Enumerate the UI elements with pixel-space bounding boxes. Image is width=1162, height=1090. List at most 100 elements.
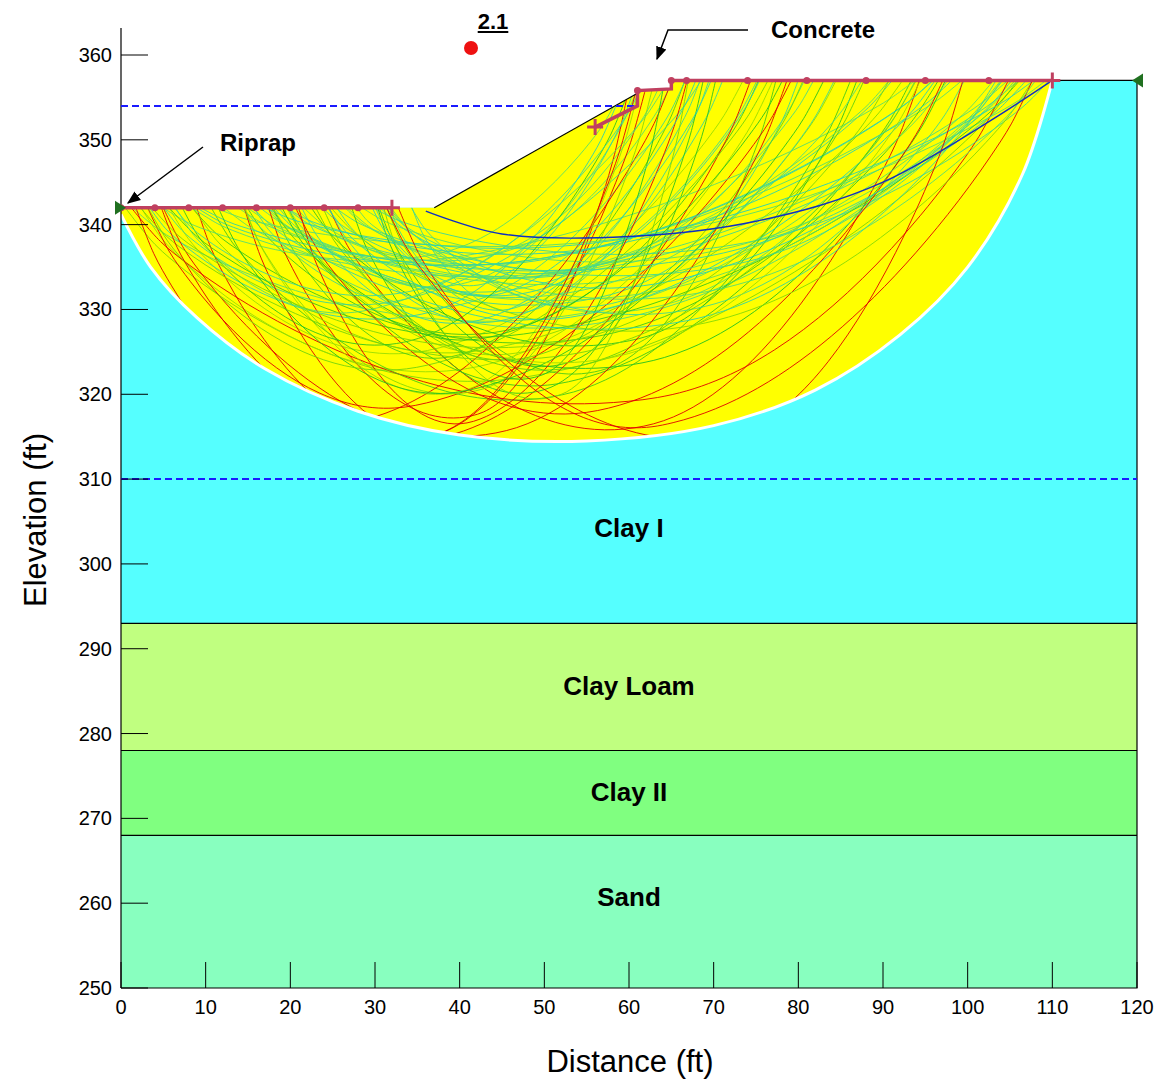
boundary-marker [115,201,126,215]
x-tick [798,962,799,988]
trial-slip-line [387,80,963,439]
trial-slip-line [302,80,711,323]
x-tick [121,962,122,988]
trial-slip-line [357,89,658,258]
y-tick-label: 300 [79,552,112,575]
x-tick-label: 60 [618,996,640,1019]
x-tick [375,962,376,988]
trial-slip-line [372,80,696,295]
load-point [355,204,362,211]
x-tick-label: 80 [787,996,809,1019]
x-tick-label: 100 [951,996,984,1019]
trial-slip-line [245,89,639,394]
load-end-mark [384,200,400,216]
callout-label: Concrete [771,16,875,44]
trial-slip-line [260,80,1018,278]
load-point [803,77,810,84]
clay-one-fill [121,80,1137,623]
x-tick [1052,962,1053,988]
x-tick [290,962,291,988]
x-tick-label: 20 [279,996,301,1019]
layer-name: Clay I [594,513,663,544]
trial-surfaces [125,80,1049,439]
load-point [985,77,992,84]
y-tick-label: 320 [79,383,112,406]
soil-layer: Clay Loam [121,623,1137,750]
soil-layer: Clay II [121,750,1137,835]
trial-slip-line [347,80,1036,299]
model-boundary [121,80,1137,988]
y-tick-label: 270 [79,807,112,830]
load-point [185,204,192,211]
trial-slip-line [376,96,632,285]
center-point [464,41,478,55]
x-tick [544,962,545,988]
y-tick [121,818,148,819]
trial-slip-line [384,80,689,399]
critical-slip-line [426,80,1053,238]
trial-slip-line [272,80,920,362]
soil-layer-fill [121,751,1137,836]
x-tick [459,962,460,988]
trial-slip-line [389,80,965,314]
trial-slip-line [299,80,687,423]
y-tick-label: 340 [79,213,112,236]
x-tick [1137,962,1138,988]
layer-name: Clay Loam [563,671,695,702]
trial-slip-line [192,80,1008,276]
y-tick-label: 250 [79,977,112,1000]
load-point [151,204,158,211]
trial-slip-line [244,80,750,438]
layer-name: Clay II [591,777,668,808]
y-tick [121,224,148,225]
x-tick-label: 120 [1120,996,1153,1019]
trial-slip-line [201,80,1027,271]
safety-factor: 2.1 [478,9,509,35]
surface-load [595,80,1052,127]
load-point [683,77,690,84]
layer-boundary [121,623,1137,624]
load-end-mark [1044,72,1060,88]
soil-layer: Clay I [121,470,1137,586]
trial-slip-line [378,89,663,379]
trial-slip-line [136,80,672,423]
soil-layer-fill [121,835,1137,988]
slip-region [121,80,1052,441]
y-tick-label: 310 [79,468,112,491]
trial-slip-line [148,80,768,370]
water-table [121,105,637,107]
x-tick-label: 10 [195,996,217,1019]
x-tick-label: 40 [449,996,471,1019]
x-tick-label: 70 [703,996,725,1019]
trial-slip-line [253,80,996,329]
load-point [253,204,260,211]
y-tick-label: 280 [79,722,112,745]
x-tick [629,962,630,988]
trial-slip-line [304,80,889,278]
y-tick-label: 290 [79,637,112,660]
y-tick [121,903,148,904]
x-tick-label: 50 [533,996,555,1019]
trial-slip-line [161,95,635,440]
leader-line [657,30,748,59]
y-tick [121,139,148,140]
trial-slip-line [282,80,782,340]
trial-slip-line [268,80,862,297]
x-tick [883,962,884,988]
ground-surface [434,93,637,208]
load-point [287,204,294,211]
load-end-mark [587,119,603,135]
leader-line [128,147,203,203]
x-tick-label: 110 [1036,996,1068,1019]
trial-slip-line [140,80,916,359]
load-point [744,77,751,84]
trial-slip-line [163,80,915,261]
x-tick-label: 30 [364,996,386,1019]
x-tick [713,962,714,988]
load-point [668,77,675,84]
trial-slip-line [244,89,652,394]
trial-slip-line [125,80,1017,381]
x-tick [205,962,206,988]
x-tick-label: 0 [115,996,126,1019]
